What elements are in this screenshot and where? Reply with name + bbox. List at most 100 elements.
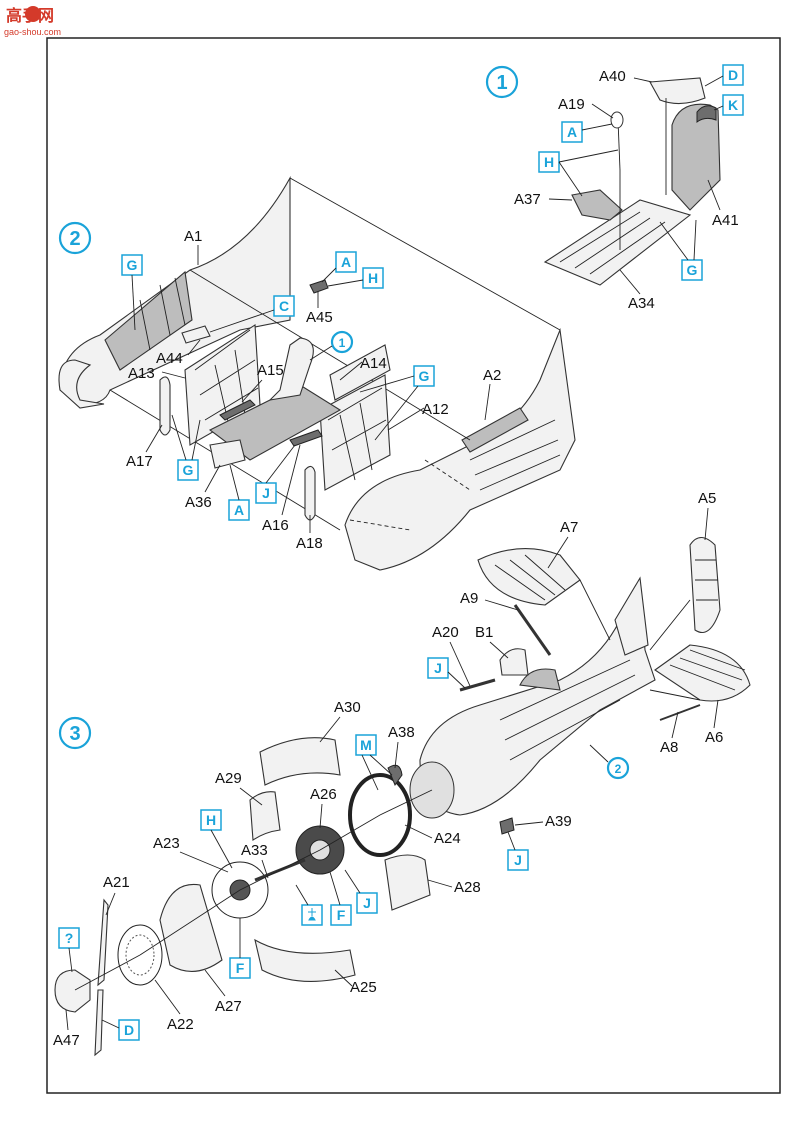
leader-A44: [187, 339, 201, 356]
step-2-number: 2: [69, 228, 80, 250]
headrest-pad: [696, 105, 717, 123]
color-tag-F-step3-a: [330, 904, 352, 926]
part-label-A29: A29: [215, 770, 242, 787]
color-tag-F-step3-b-text: F: [236, 960, 245, 976]
leader-K-step1: [713, 105, 724, 111]
color-tag-H-text: H: [544, 154, 554, 170]
stabilizer-A6-ribs: [669, 649, 746, 691]
color-tag-A-step2-b-text: A: [234, 502, 244, 518]
color-tag-A-text: A: [567, 124, 577, 140]
watermark-title: 高手网: [6, 6, 54, 25]
leader-A8: [671, 711, 679, 739]
canopy-opening: [519, 668, 561, 691]
leader-step-ref-2: [589, 744, 609, 763]
color-tag-G-step2-c-text: G: [183, 462, 194, 478]
watermark-logo: 高手网 gao-shou.com: [4, 6, 61, 37]
leader-A16: [281, 444, 301, 516]
leader-A36: [204, 464, 221, 493]
leader-A38: [394, 741, 399, 769]
cockpit-frame-A13-struts: [194, 329, 259, 431]
leader-B1: [489, 641, 509, 659]
part-label-A40: A40: [599, 68, 626, 85]
color-tag-G-step2-c: [177, 459, 199, 481]
gunsight-B1: [499, 648, 529, 676]
part-label-A34: A34: [628, 295, 655, 312]
leader-A17: [145, 424, 163, 453]
rudder-A5-ribs: [695, 559, 718, 601]
leader-F-step3-a: [329, 871, 341, 906]
part-A38: [387, 764, 403, 787]
leader-A12: [387, 407, 425, 431]
part-label-A20: A20: [432, 624, 459, 641]
leader-A34: [619, 269, 641, 295]
rudder-A5: [689, 536, 721, 634]
part-label-A41: A41: [712, 212, 739, 229]
side-console-A36: [209, 439, 246, 469]
leader-A19: [591, 103, 614, 119]
watermark-url: gao-shou.com: [4, 27, 61, 37]
step-3-group: 3: [53, 490, 751, 1057]
seat-back-A41: [671, 103, 721, 211]
glue-icon: [308, 908, 316, 921]
part-label-A2: A2: [483, 367, 501, 384]
part-label-A16: A16: [262, 517, 289, 534]
gunsight-A45: [309, 279, 329, 294]
leader-D-step3: [101, 1019, 120, 1029]
part-label-A14: A14: [360, 355, 387, 372]
leader-G-step2-a: [131, 274, 136, 331]
part-label-A33: A33: [241, 842, 268, 859]
part-label-A9: A9: [460, 590, 478, 607]
tail-explode-lines: [579, 579, 701, 701]
stabilizer-A7-ribs: [494, 554, 566, 601]
part-label-A8: A8: [660, 739, 678, 756]
leader-A27: [204, 969, 226, 997]
leader-G-step2-b: [359, 375, 419, 441]
leader-H-step3: [210, 829, 233, 869]
color-tag-J-step3-a: [427, 657, 449, 679]
horizontal-stabilizer-A7: [477, 548, 581, 606]
leader-A40: [633, 77, 653, 83]
horizontal-stabilizer-A6: [654, 644, 751, 702]
vertical-fin: [614, 576, 649, 656]
part-label-A38: A38: [388, 724, 415, 741]
instrument-A44: [181, 325, 211, 344]
leader-A23: [179, 851, 229, 873]
leader-A20: [449, 641, 471, 687]
leader-H-step1: [558, 149, 619, 197]
color-tag-C-step2: [273, 295, 295, 317]
canopy-rail-right: [461, 407, 529, 453]
part-label-B1: B1: [475, 624, 493, 641]
cowling-ring-A27: [159, 883, 223, 972]
color-tag-A-step2-a-text: A: [341, 254, 351, 270]
color-tag-F-step3-a-text: F: [337, 907, 346, 923]
step-ref-2-number: 2: [615, 762, 622, 776]
color-tag-J-step2-text: J: [262, 485, 270, 501]
leader-A2: [484, 383, 491, 421]
color-tag-A-step1: [561, 121, 583, 143]
color-tag-G-step2-b-text: G: [419, 368, 430, 384]
leader-A37: [548, 198, 573, 201]
step-ref-1: [330, 330, 354, 354]
leader-A6: [713, 699, 719, 729]
leader-A25: [334, 969, 353, 987]
part-label-A25: A25: [350, 979, 377, 996]
fuselage-interior-left: [104, 270, 193, 371]
leader-A22: [154, 979, 181, 1015]
fuselage-panel-lines: [499, 659, 636, 761]
step-1-group: 1 A40 A19 A37 A41 A34 D K A: [485, 64, 744, 312]
leader-A29: [239, 787, 263, 806]
part-label-A5: A5: [698, 490, 716, 507]
part-label-A24: A24: [434, 830, 461, 847]
page-frame: [46, 37, 781, 1094]
color-tag-H-text: H: [206, 812, 216, 828]
part-label-A12: A12: [422, 401, 449, 418]
leader-H-step2: [327, 279, 364, 287]
color-tag-J-step3-b: [507, 849, 529, 871]
part-label-A45: A45: [306, 309, 333, 326]
color-tag-H-step2: [362, 267, 384, 289]
color-tag-H-text: H: [368, 270, 378, 286]
part-label-A26: A26: [310, 786, 337, 803]
color-tag-G-step1: [681, 259, 703, 281]
leader-A39: [514, 821, 544, 826]
cooling-fan-blades: [125, 934, 155, 976]
